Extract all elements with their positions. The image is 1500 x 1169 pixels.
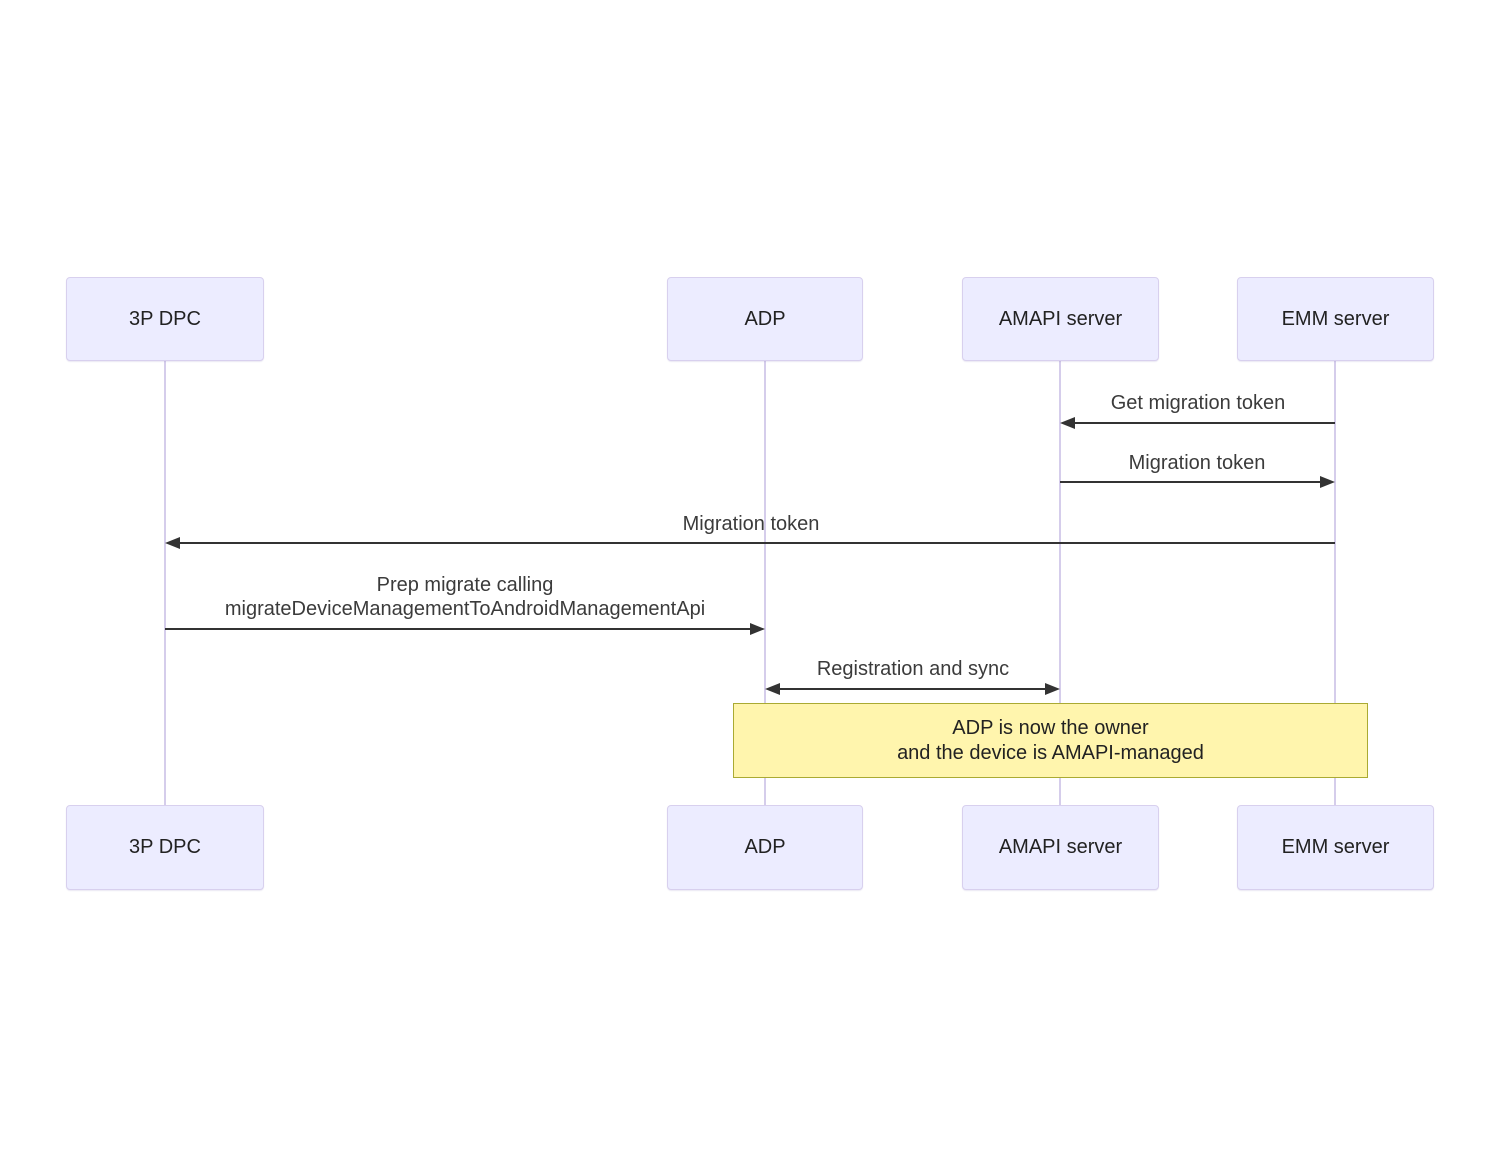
- actor-emm-server-top: EMM server: [1237, 277, 1434, 361]
- label-get-migration-token: Get migration token: [1110, 392, 1286, 414]
- label-prep-migrate: Prep migrate calling migrateDeviceManage…: [225, 573, 705, 621]
- note-line1: ADP is now the owner: [952, 716, 1149, 739]
- note-line2: and the device is AMAPI-managed: [897, 741, 1204, 764]
- actor-label: AMAPI server: [998, 307, 1123, 330]
- actor-3p-dpc-bottom: 3P DPC: [66, 805, 264, 890]
- actor-label: AMAPI server: [998, 836, 1123, 858]
- actor-amapi-server-top: AMAPI server: [962, 277, 1159, 361]
- actor-label: 3P DPC: [129, 307, 201, 330]
- actor-label: EMM server: [1281, 836, 1390, 858]
- arrow-migration-token-to-3p-dpc: [165, 537, 1335, 549]
- actor-3p-dpc-top: 3P DPC: [66, 277, 264, 361]
- label-prep-migrate-line1: Prep migrate calling: [376, 574, 554, 596]
- actor-label: ADP: [744, 836, 786, 858]
- actor-adp-bottom: ADP: [667, 805, 863, 890]
- actor-label: EMM server: [1281, 307, 1390, 330]
- label-prep-migrate-line2: migrateDeviceManagementToAndroidManageme…: [224, 598, 706, 620]
- actor-emm-server-bottom: EMM server: [1237, 805, 1434, 890]
- arrow-migration-token-to-emm: [1060, 476, 1335, 488]
- arrow-get-migration-token: [1060, 417, 1335, 429]
- label-registration-and-sync: Registration and sync: [816, 658, 1010, 680]
- label-migration-token-to-3p-dpc: Migration token: [682, 513, 820, 535]
- note-adp-owner: ADP is now the owner and the device is A…: [733, 703, 1368, 778]
- arrow-registration-and-sync: [765, 683, 1060, 695]
- actor-label: ADP: [744, 307, 786, 330]
- actor-adp-top: ADP: [667, 277, 863, 361]
- arrow-prep-migrate: [165, 623, 765, 635]
- actor-amapi-server-bottom: AMAPI server: [962, 805, 1159, 890]
- label-migration-token-to-emm: Migration token: [1128, 452, 1266, 474]
- actor-label: 3P DPC: [129, 836, 201, 858]
